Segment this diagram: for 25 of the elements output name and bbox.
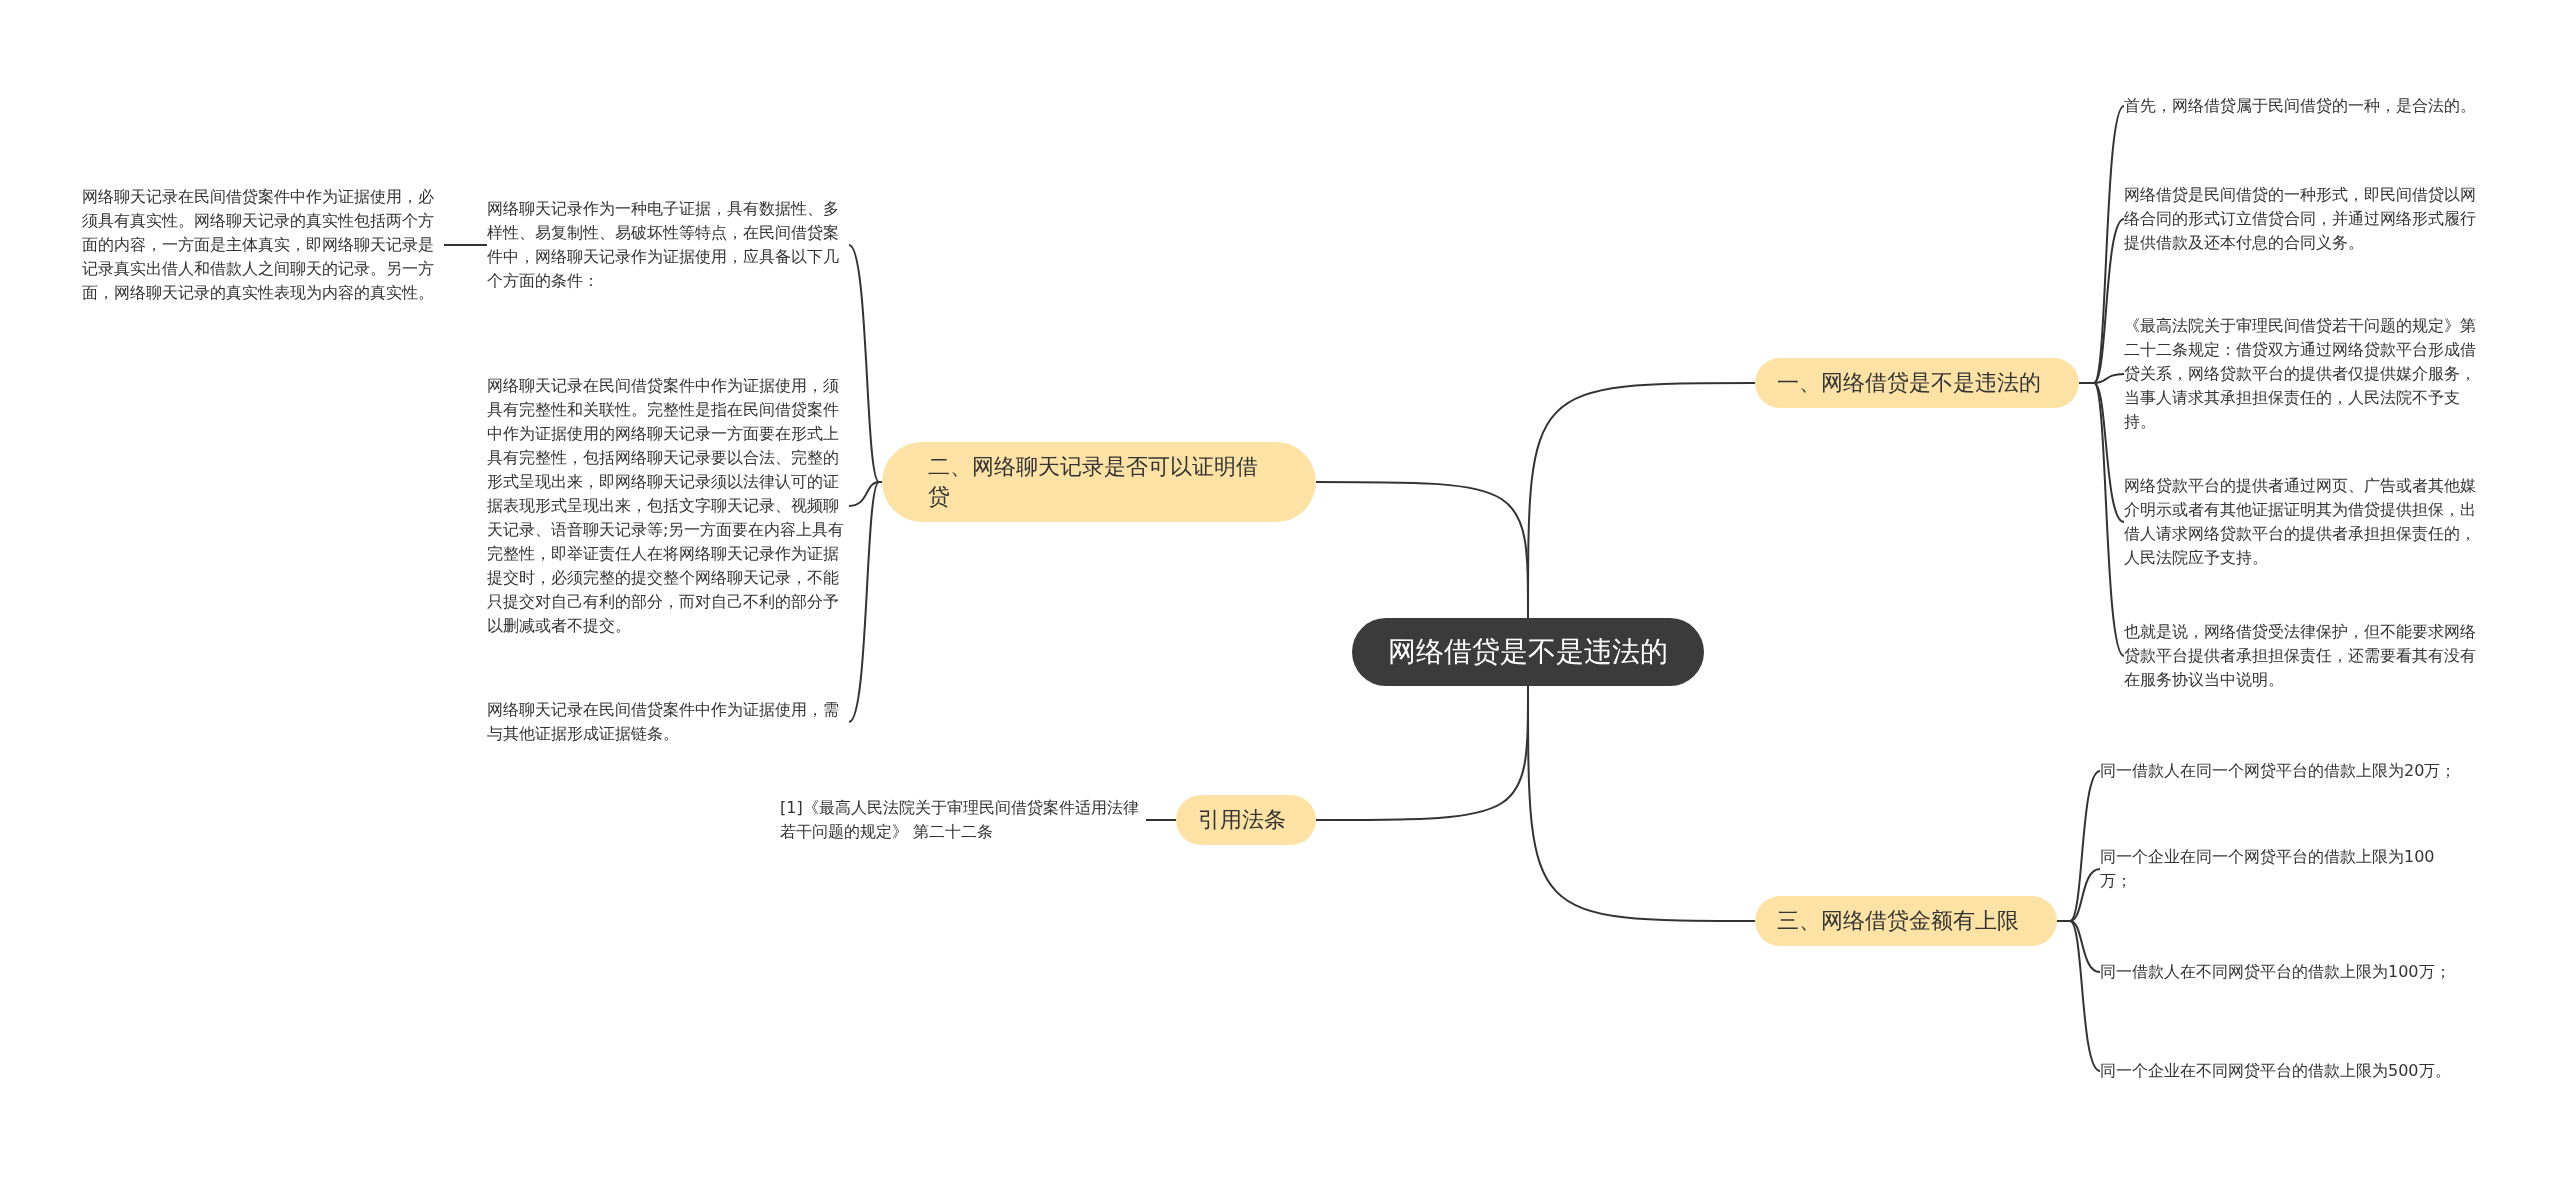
note-text: 网络聊天记录在民间借贷案件中作为证据使用，需与其他证据形成证据链条。 xyxy=(487,698,849,746)
note-text: 网络贷款平台的提供者通过网页、广告或者其他媒介明示或者有其他证据证明其为借贷提供担保，出借人请求网络贷款平台的提供者承担担保责任的，人民法院应予支持。 xyxy=(2124,474,2484,570)
central-topic: 网络借贷是不是违法的 xyxy=(1352,618,1704,686)
connector-line xyxy=(1315,481,1529,619)
connector-line xyxy=(1315,685,1529,821)
note-text: 同一个企业在同一个网贷平台的借款上限为100万； xyxy=(2100,845,2464,893)
topic-pill: 二、网络聊天记录是否可以证明借贷 xyxy=(882,442,1316,522)
note-text: [1]《最高人民法院关于审理民间借贷案件适用法律若干问题的规定》 第二十二条 xyxy=(780,796,1146,844)
note-text: 网络聊天记录在民间借贷案件中作为证据使用，须具有完整性和关联性。完整性是指在民间借贷案件中作为证据使用的网络聊天记录一方面要在形式上具有完整性，包括网络聊天记录要以合法、完整的形式呈现出来，即网络聊天记录须以法律认可的证据表现形式呈现出来，包括文字聊天记录、视频聊天记录、语音聊天记录等;另一方面要在内容上具有完整性，即举证责任人在将网络聊天记录作为证据提交时，必须完整的提交整个网络聊天记录，不能只提交对自己有利的部分，而对自己不利的部分予以删减或者不提交。 xyxy=(487,374,849,638)
note-text: 同一借款人在不同网贷平台的借款上限为100万； xyxy=(2100,960,2464,984)
note-text: 《最高法院关于审理民间借贷若干问题的规定》第二十二条规定：借贷双方通过网络贷款平台形成借贷关系，网络贷款平台的提供者仅提供媒介服务，当事人请求其承担担保责任的，人民法院不予支持。 xyxy=(2124,314,2484,434)
note-text: 网络聊天记录在民间借贷案件中作为证据使用，必须具有真实性。网络聊天记录的真实性包括两个方面的内容，一方面是主体真实，即网络聊天记录是记录真实出借人和借款人之间聊天的记录。另一方面，网络聊天记录的真实性表现为内容的真实性。 xyxy=(82,185,444,305)
topic-pill: 一、网络借贷是不是违法的 xyxy=(1755,358,2079,408)
connector-line xyxy=(1145,819,1177,821)
connector-line xyxy=(2056,920,2101,1072)
topic-pill: 引用法条 xyxy=(1176,795,1316,845)
note-text: 也就是说，网络借贷受法律保护，但不能要求网络贷款平台提供者承担担保责任，还需要看其有没有在服务协议当中说明。 xyxy=(2124,620,2484,692)
note-text: 网络聊天记录作为一种电子证据，具有数据性、多样性、易复制性、易破坏性等特点，在民间借贷案件中，网络聊天记录作为证据使用，应具备以下几个方面的条件： xyxy=(487,197,849,293)
note-text: 同一借款人在同一个网贷平台的借款上限为20万； xyxy=(2100,759,2464,783)
note-text: 网络借贷是民间借贷的一种形式，即民间借贷以网络合同的形式订立借贷合同，并通过网络形式履行提供借款及还本付息的合同义务。 xyxy=(2124,183,2484,255)
note-text: 同一个企业在不同网贷平台的借款上限为500万。 xyxy=(2100,1059,2464,1083)
note-text: 首先，网络借贷属于民间借贷的一种，是合法的。 xyxy=(2124,94,2484,118)
connector-line xyxy=(2078,382,2125,657)
connector-line xyxy=(443,244,488,246)
topic-pill: 三、网络借贷金额有上限 xyxy=(1755,896,2057,946)
